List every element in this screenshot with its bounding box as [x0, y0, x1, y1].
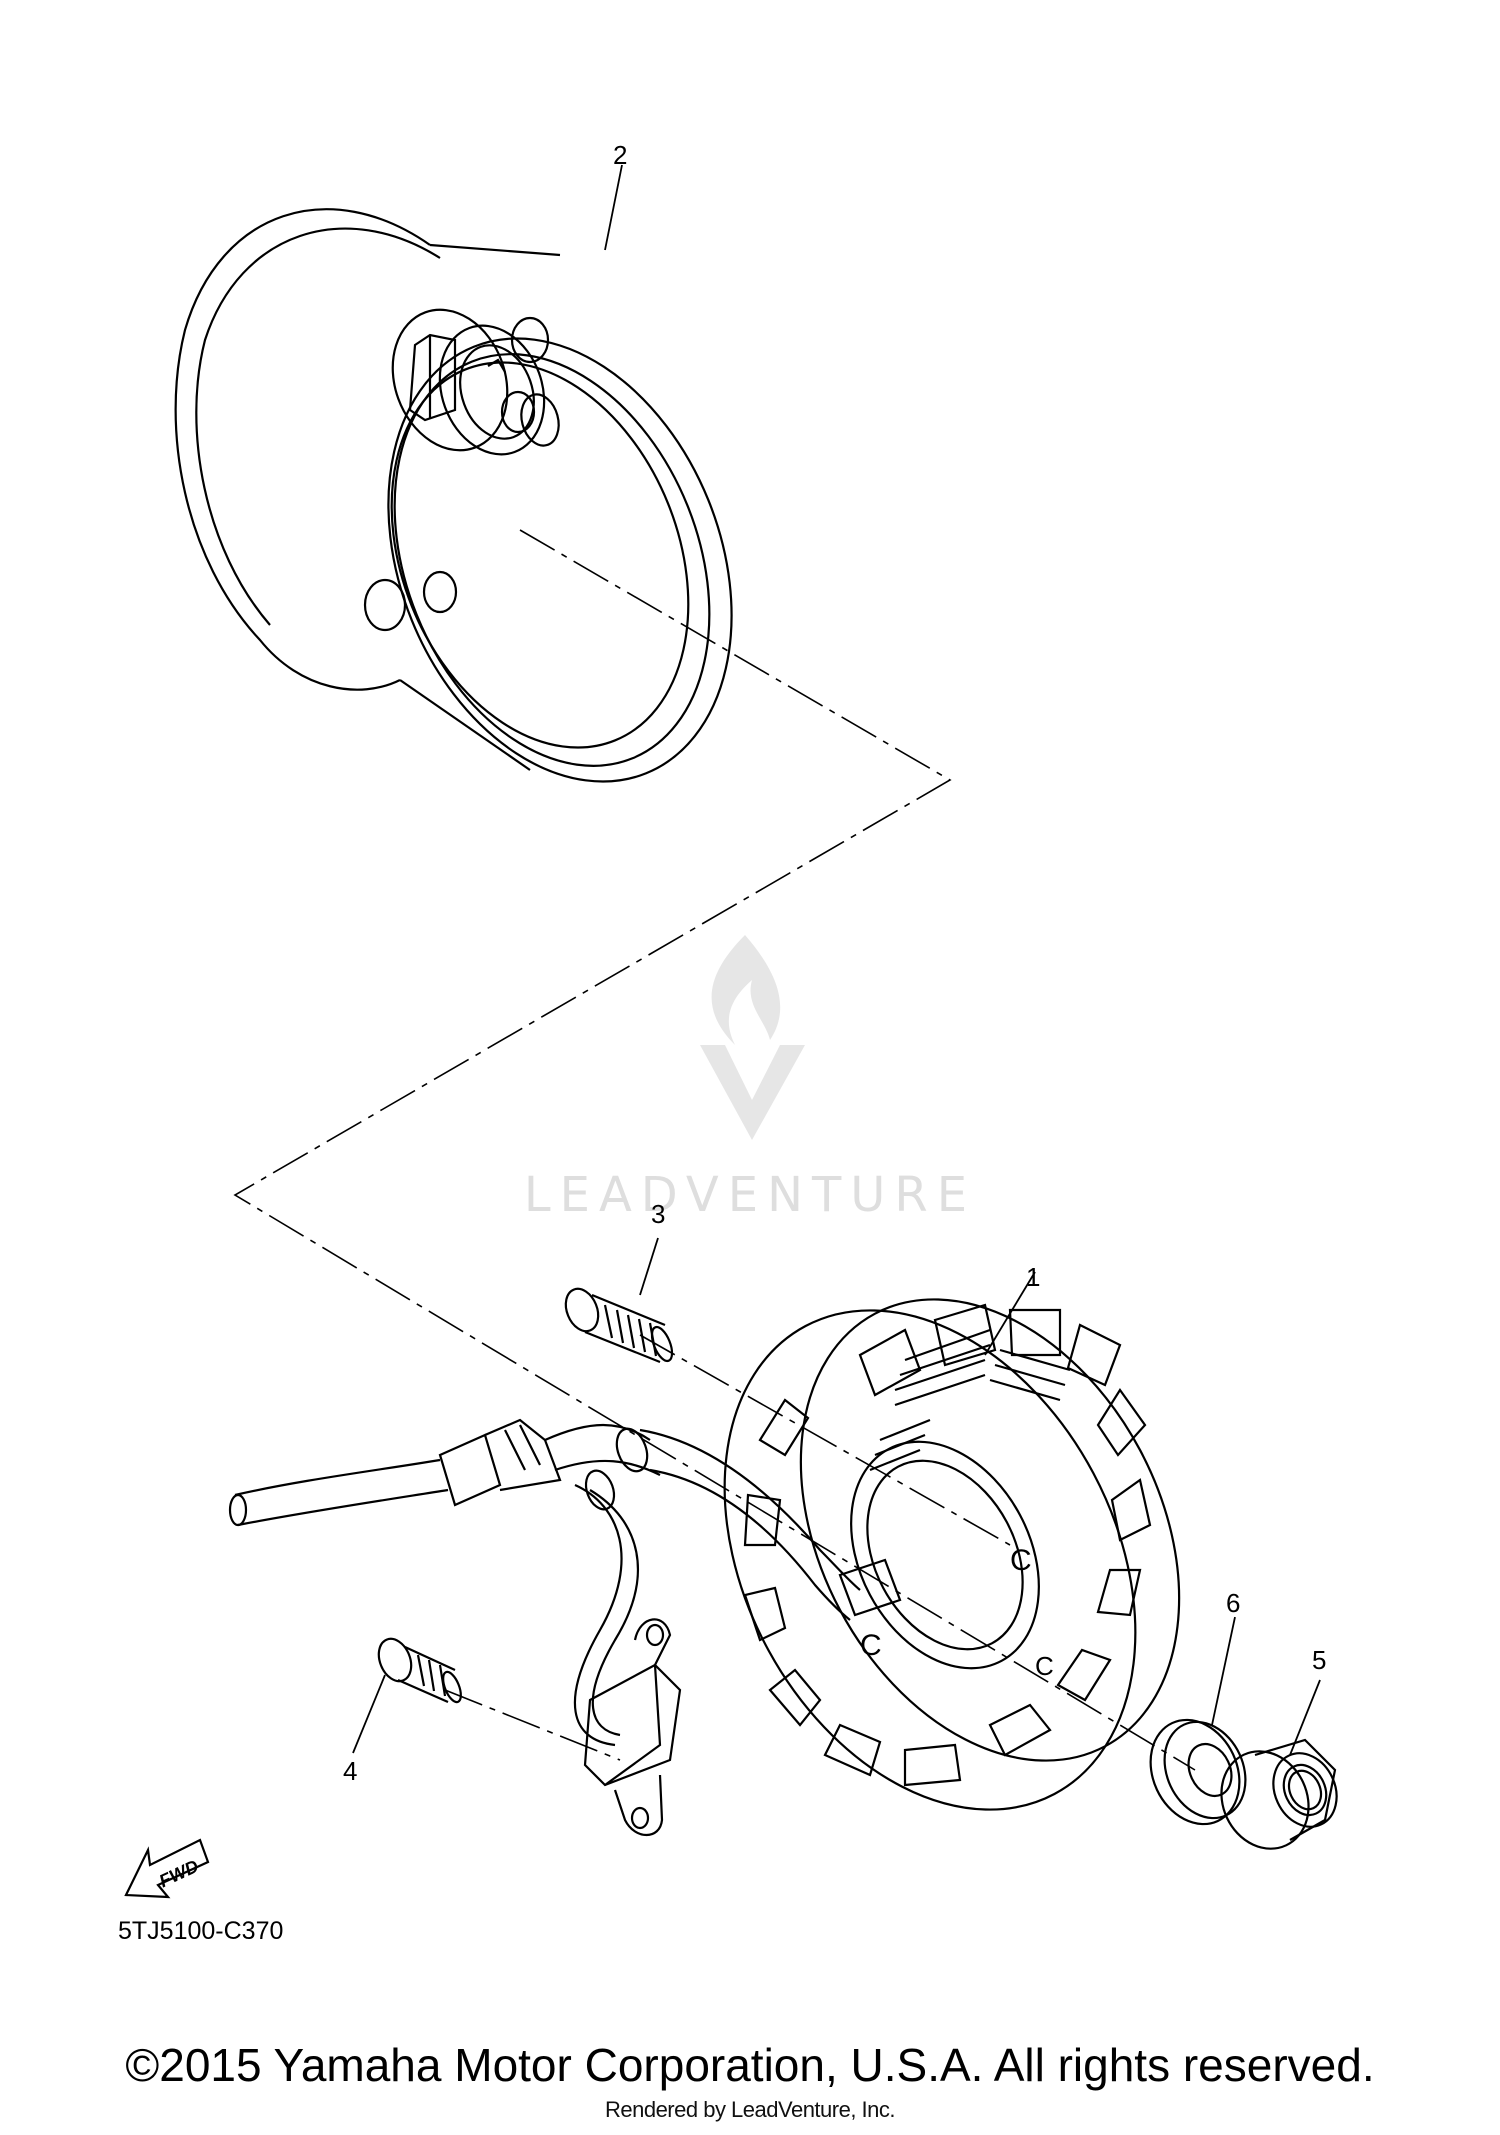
pickup-coil	[583, 1618, 682, 1836]
figure-code: 5TJ5100-C370	[118, 1917, 284, 1945]
stator-poles	[743, 1303, 1152, 1787]
bolt-part-4	[377, 1637, 462, 1704]
callout-6: 6	[1226, 1588, 1241, 1618]
copyright-notice: ©2015 Yamaha Motor Corporation, U.S.A. A…	[125, 2039, 1375, 2091]
forward-direction-arrow: FWD	[124, 1838, 210, 1899]
wire-harness	[228, 1418, 902, 1747]
watermark-logo	[700, 935, 805, 1140]
callout-3: 3	[651, 1199, 666, 1229]
assembly-centerlines	[233, 529, 1196, 1771]
flange-nut-part-5	[1220, 1738, 1338, 1850]
stator-coil-assembly: C C C	[723, 1298, 1181, 1811]
bolt-part-3	[564, 1287, 674, 1364]
svg-text:C: C	[1010, 1544, 1032, 1577]
callout-5: 5	[1312, 1645, 1327, 1675]
callout-leaders	[352, 164, 1321, 1756]
callout-1: 1	[1026, 1262, 1041, 1292]
svg-text:C: C	[860, 1629, 882, 1662]
watermark-text: LEADVENTURE	[523, 1167, 977, 1223]
flywheel-rotor	[174, 208, 733, 783]
rendered-by-credit: Rendered by LeadVenture, Inc.	[604, 2097, 896, 2122]
callout-4: 4	[343, 1756, 358, 1786]
washer-part-6	[1149, 1718, 1247, 1826]
callout-2: 2	[613, 140, 628, 170]
svg-text:C: C	[1035, 1651, 1054, 1681]
